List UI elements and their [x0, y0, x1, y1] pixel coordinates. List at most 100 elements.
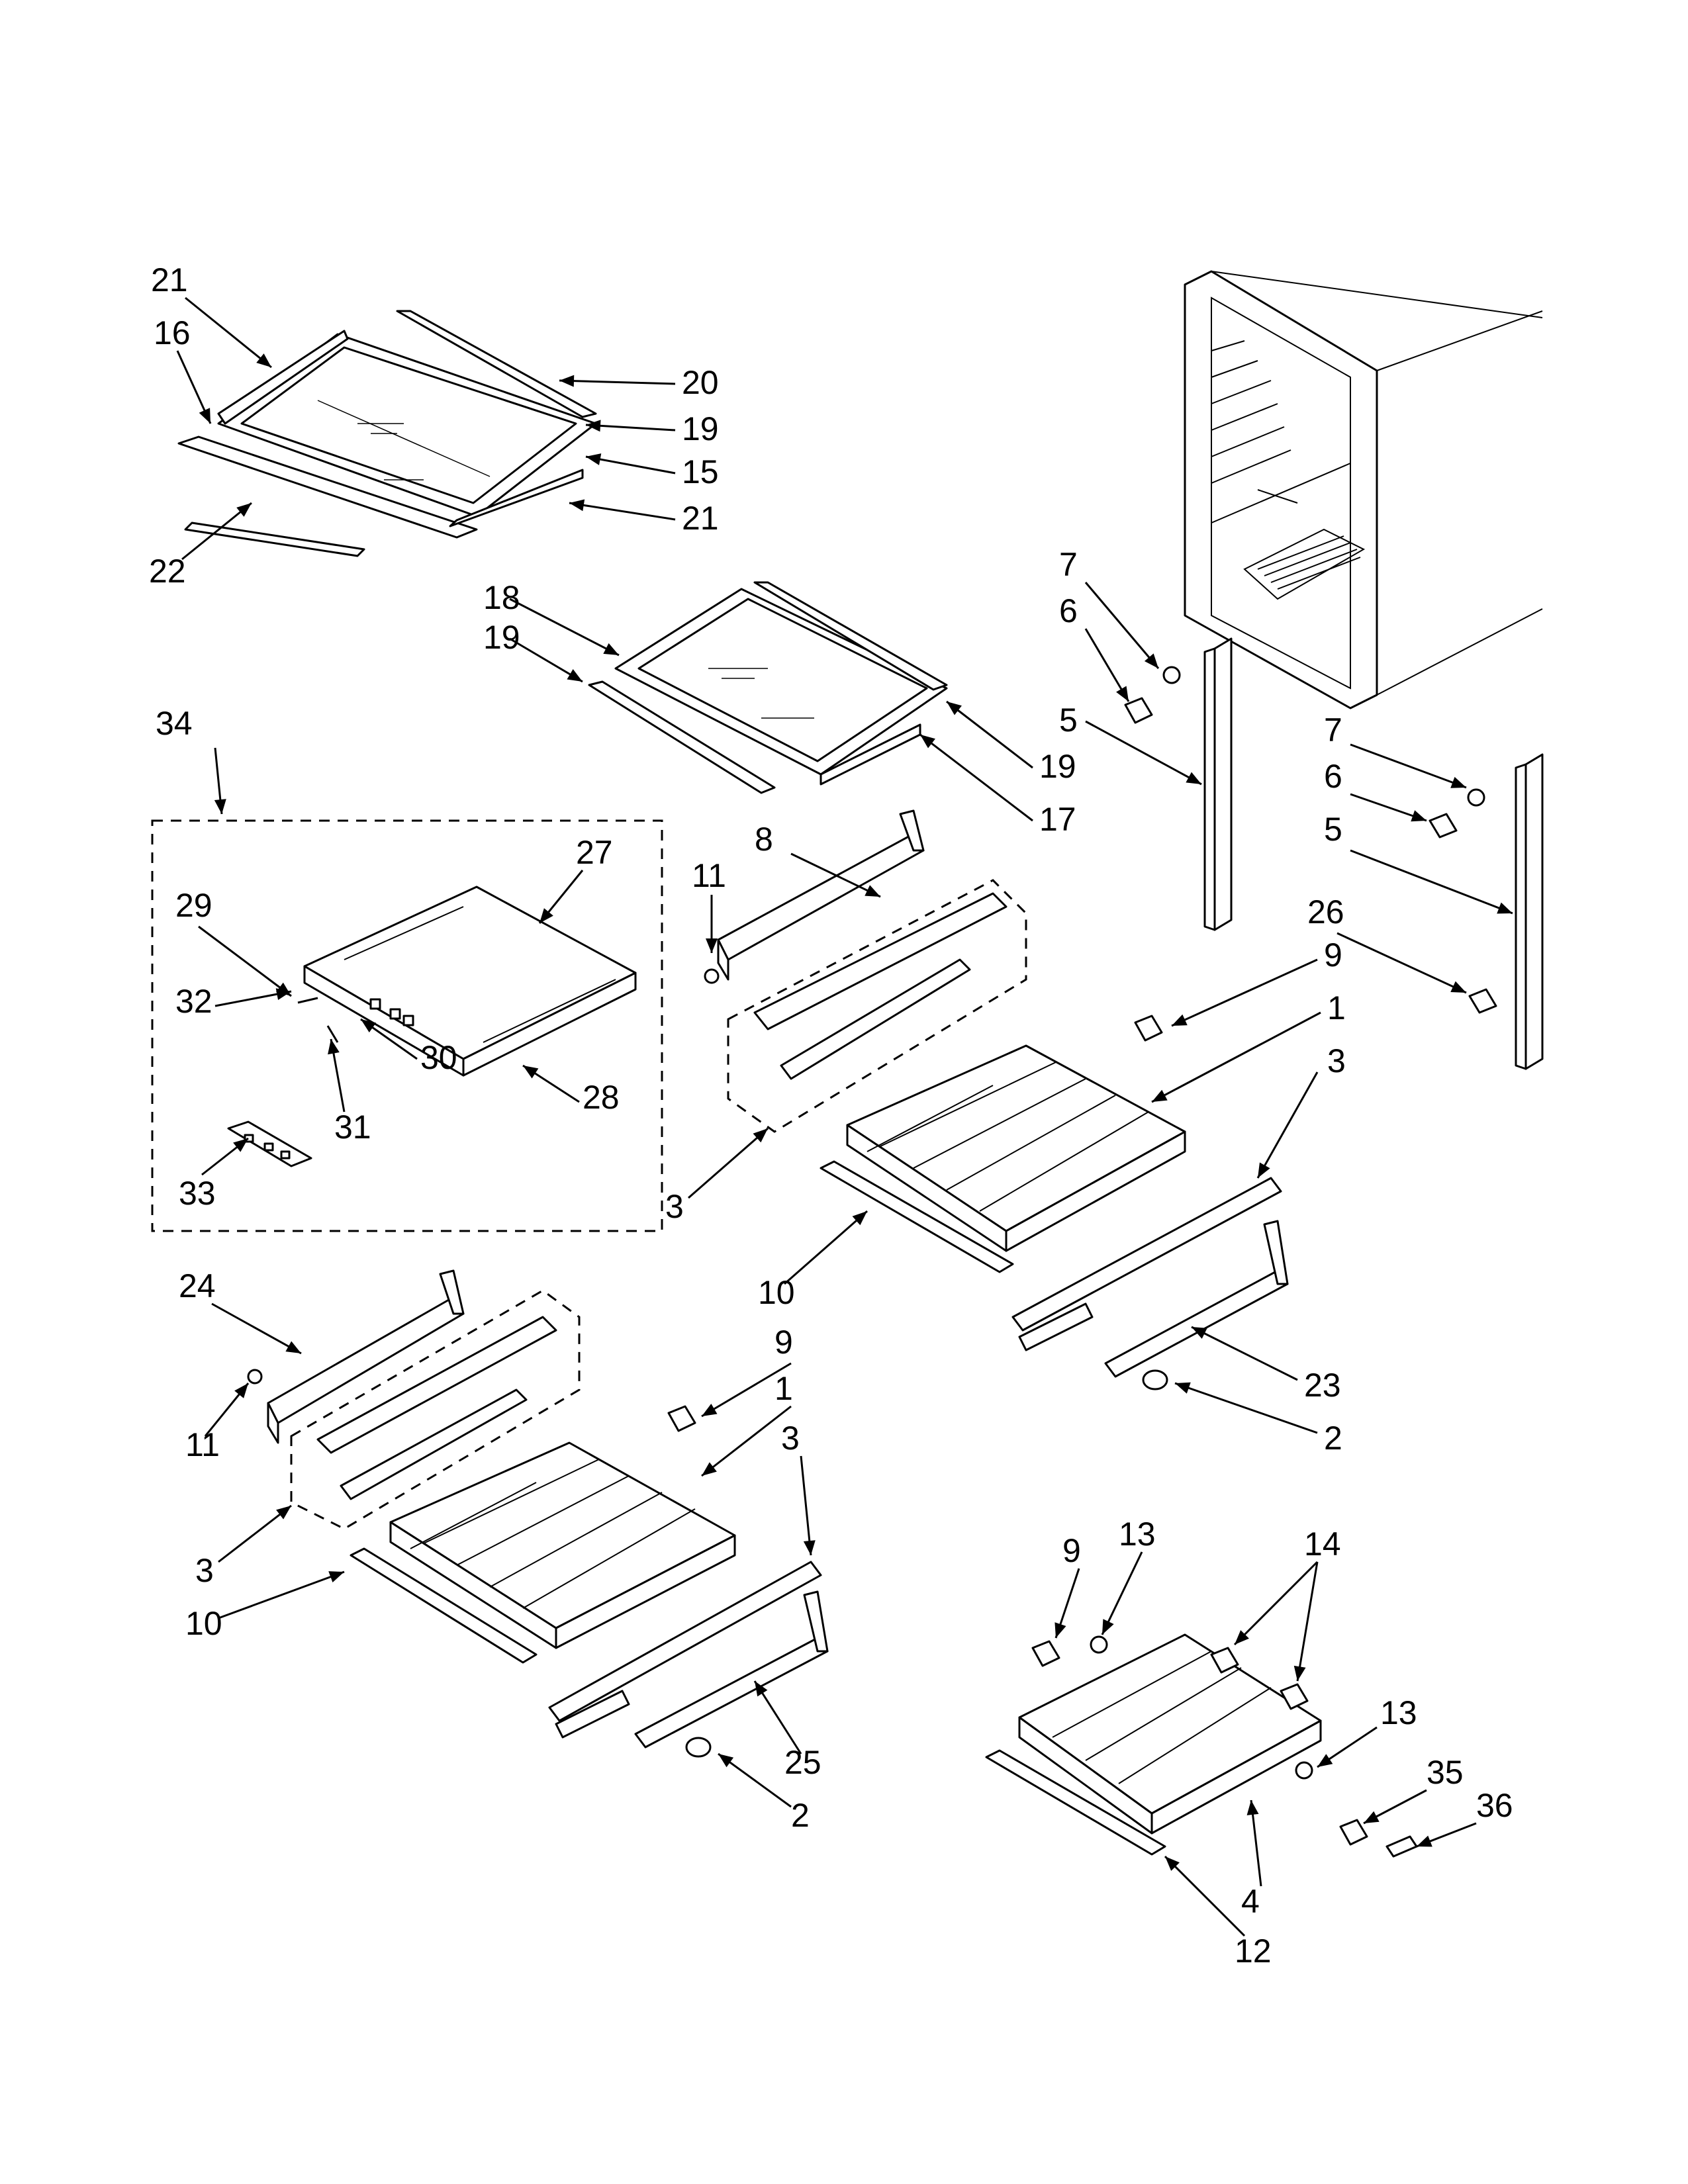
callout-9: 9 — [774, 1324, 793, 1361]
callout-25: 25 — [784, 1744, 821, 1781]
arrowhead — [1293, 1665, 1306, 1681]
slide-box-3-lower — [290, 1289, 581, 1530]
arrowhead — [1258, 1162, 1270, 1178]
trim-strip-22 — [184, 522, 365, 557]
callout-24: 24 — [179, 1267, 216, 1304]
slide-3-upper — [753, 892, 1008, 1080]
control-board-33 — [227, 1120, 312, 1167]
arrowhead — [1317, 1754, 1333, 1767]
callout-34: 34 — [156, 705, 193, 742]
leader-line — [1336, 932, 1467, 994]
leader-line — [1233, 1561, 1319, 1646]
arrowhead — [865, 885, 880, 897]
leader-line — [1151, 1011, 1321, 1103]
callout-2: 2 — [791, 1797, 810, 1834]
arrowhead — [1417, 1835, 1432, 1847]
arrowhead — [276, 1506, 291, 1520]
leader-line — [1085, 720, 1202, 786]
screw-35 — [1339, 1819, 1368, 1846]
arrowhead — [852, 1211, 867, 1226]
callout-16: 16 — [154, 314, 191, 351]
callout-33: 33 — [179, 1175, 216, 1212]
leader-line — [1296, 1561, 1319, 1682]
leader-line — [198, 925, 292, 997]
leader-line — [181, 502, 252, 561]
callout-5: 5 — [1324, 811, 1342, 848]
bracket-25 — [634, 1590, 829, 1749]
arrowhead — [199, 408, 211, 424]
arrowhead — [1175, 1382, 1191, 1394]
front-panel-10-lower — [350, 1547, 538, 1664]
leader-line — [1171, 958, 1318, 1027]
leader-line — [701, 1405, 792, 1477]
callout-5: 5 — [1059, 702, 1078, 739]
arrowhead — [1364, 1811, 1380, 1823]
callout-10: 10 — [185, 1605, 222, 1642]
callout-7: 7 — [1059, 546, 1078, 583]
arrowhead — [947, 702, 962, 715]
callout-36: 36 — [1476, 1787, 1513, 1824]
bushing-13-a — [1090, 1635, 1108, 1654]
arrowhead — [1116, 686, 1129, 702]
callout-3: 3 — [195, 1552, 214, 1589]
leader-line — [185, 296, 272, 369]
callout-3: 3 — [665, 1188, 684, 1225]
arrowhead — [1192, 1327, 1207, 1339]
arrowhead — [1172, 1014, 1188, 1026]
arrowhead — [1055, 1622, 1066, 1638]
callout-14: 14 — [1304, 1525, 1341, 1563]
leader-line — [784, 1210, 868, 1285]
arrowhead — [569, 499, 585, 512]
arrowhead — [1102, 1619, 1114, 1635]
arrowhead — [706, 938, 718, 953]
arrowhead — [586, 453, 602, 465]
leader-line — [1101, 1551, 1143, 1635]
bracket-23 — [1104, 1220, 1289, 1378]
front-panel-10-upper — [820, 1160, 1014, 1273]
arrowhead — [1165, 1856, 1180, 1871]
arrowhead — [702, 1462, 717, 1476]
screw-6-upper — [1124, 666, 1181, 724]
arrowhead — [603, 643, 619, 655]
leader-line — [569, 502, 676, 521]
cabinet-liner — [1184, 270, 1543, 709]
leader-line — [218, 1504, 292, 1563]
arrowhead — [1152, 1089, 1168, 1102]
arrowhead — [256, 353, 271, 367]
glass-shelf-middle — [588, 581, 948, 794]
leader-line — [946, 700, 1033, 769]
arrowhead — [275, 988, 291, 1000]
arrowhead — [755, 1681, 768, 1697]
callout-23: 23 — [1304, 1367, 1341, 1404]
arrowhead — [718, 1754, 734, 1768]
callout-28: 28 — [583, 1079, 620, 1116]
arrowhead — [328, 1039, 340, 1055]
leader-line — [1084, 582, 1160, 669]
callout-3: 3 — [781, 1420, 800, 1457]
callout-18: 18 — [483, 579, 520, 616]
callout-13: 13 — [1380, 1694, 1417, 1731]
glass-shelf-upper — [177, 310, 597, 557]
arrowhead — [361, 1019, 377, 1033]
arrowhead — [1450, 981, 1466, 993]
callout-9: 9 — [1062, 1532, 1081, 1569]
screw-9-bottom — [1031, 1640, 1060, 1667]
arrowhead — [214, 799, 226, 814]
grommet-11-upper — [704, 968, 720, 984]
leader-line — [559, 379, 676, 385]
callout-35: 35 — [1427, 1754, 1464, 1791]
leader-line — [800, 1455, 812, 1556]
leader-line — [688, 1127, 769, 1199]
callout-8: 8 — [755, 821, 773, 858]
arrowhead — [1246, 1800, 1259, 1815]
screw-9-upper — [1134, 1015, 1163, 1042]
callout-7: 7 — [1324, 711, 1342, 749]
wire-basket-1-upper — [846, 1044, 1186, 1252]
slide-3-lower — [316, 1316, 557, 1500]
screw-6-lower — [1429, 788, 1497, 1014]
callout-31: 31 — [334, 1109, 371, 1146]
callout-21: 21 — [682, 500, 719, 537]
leader-line — [919, 733, 1033, 822]
arrowhead — [567, 669, 583, 682]
